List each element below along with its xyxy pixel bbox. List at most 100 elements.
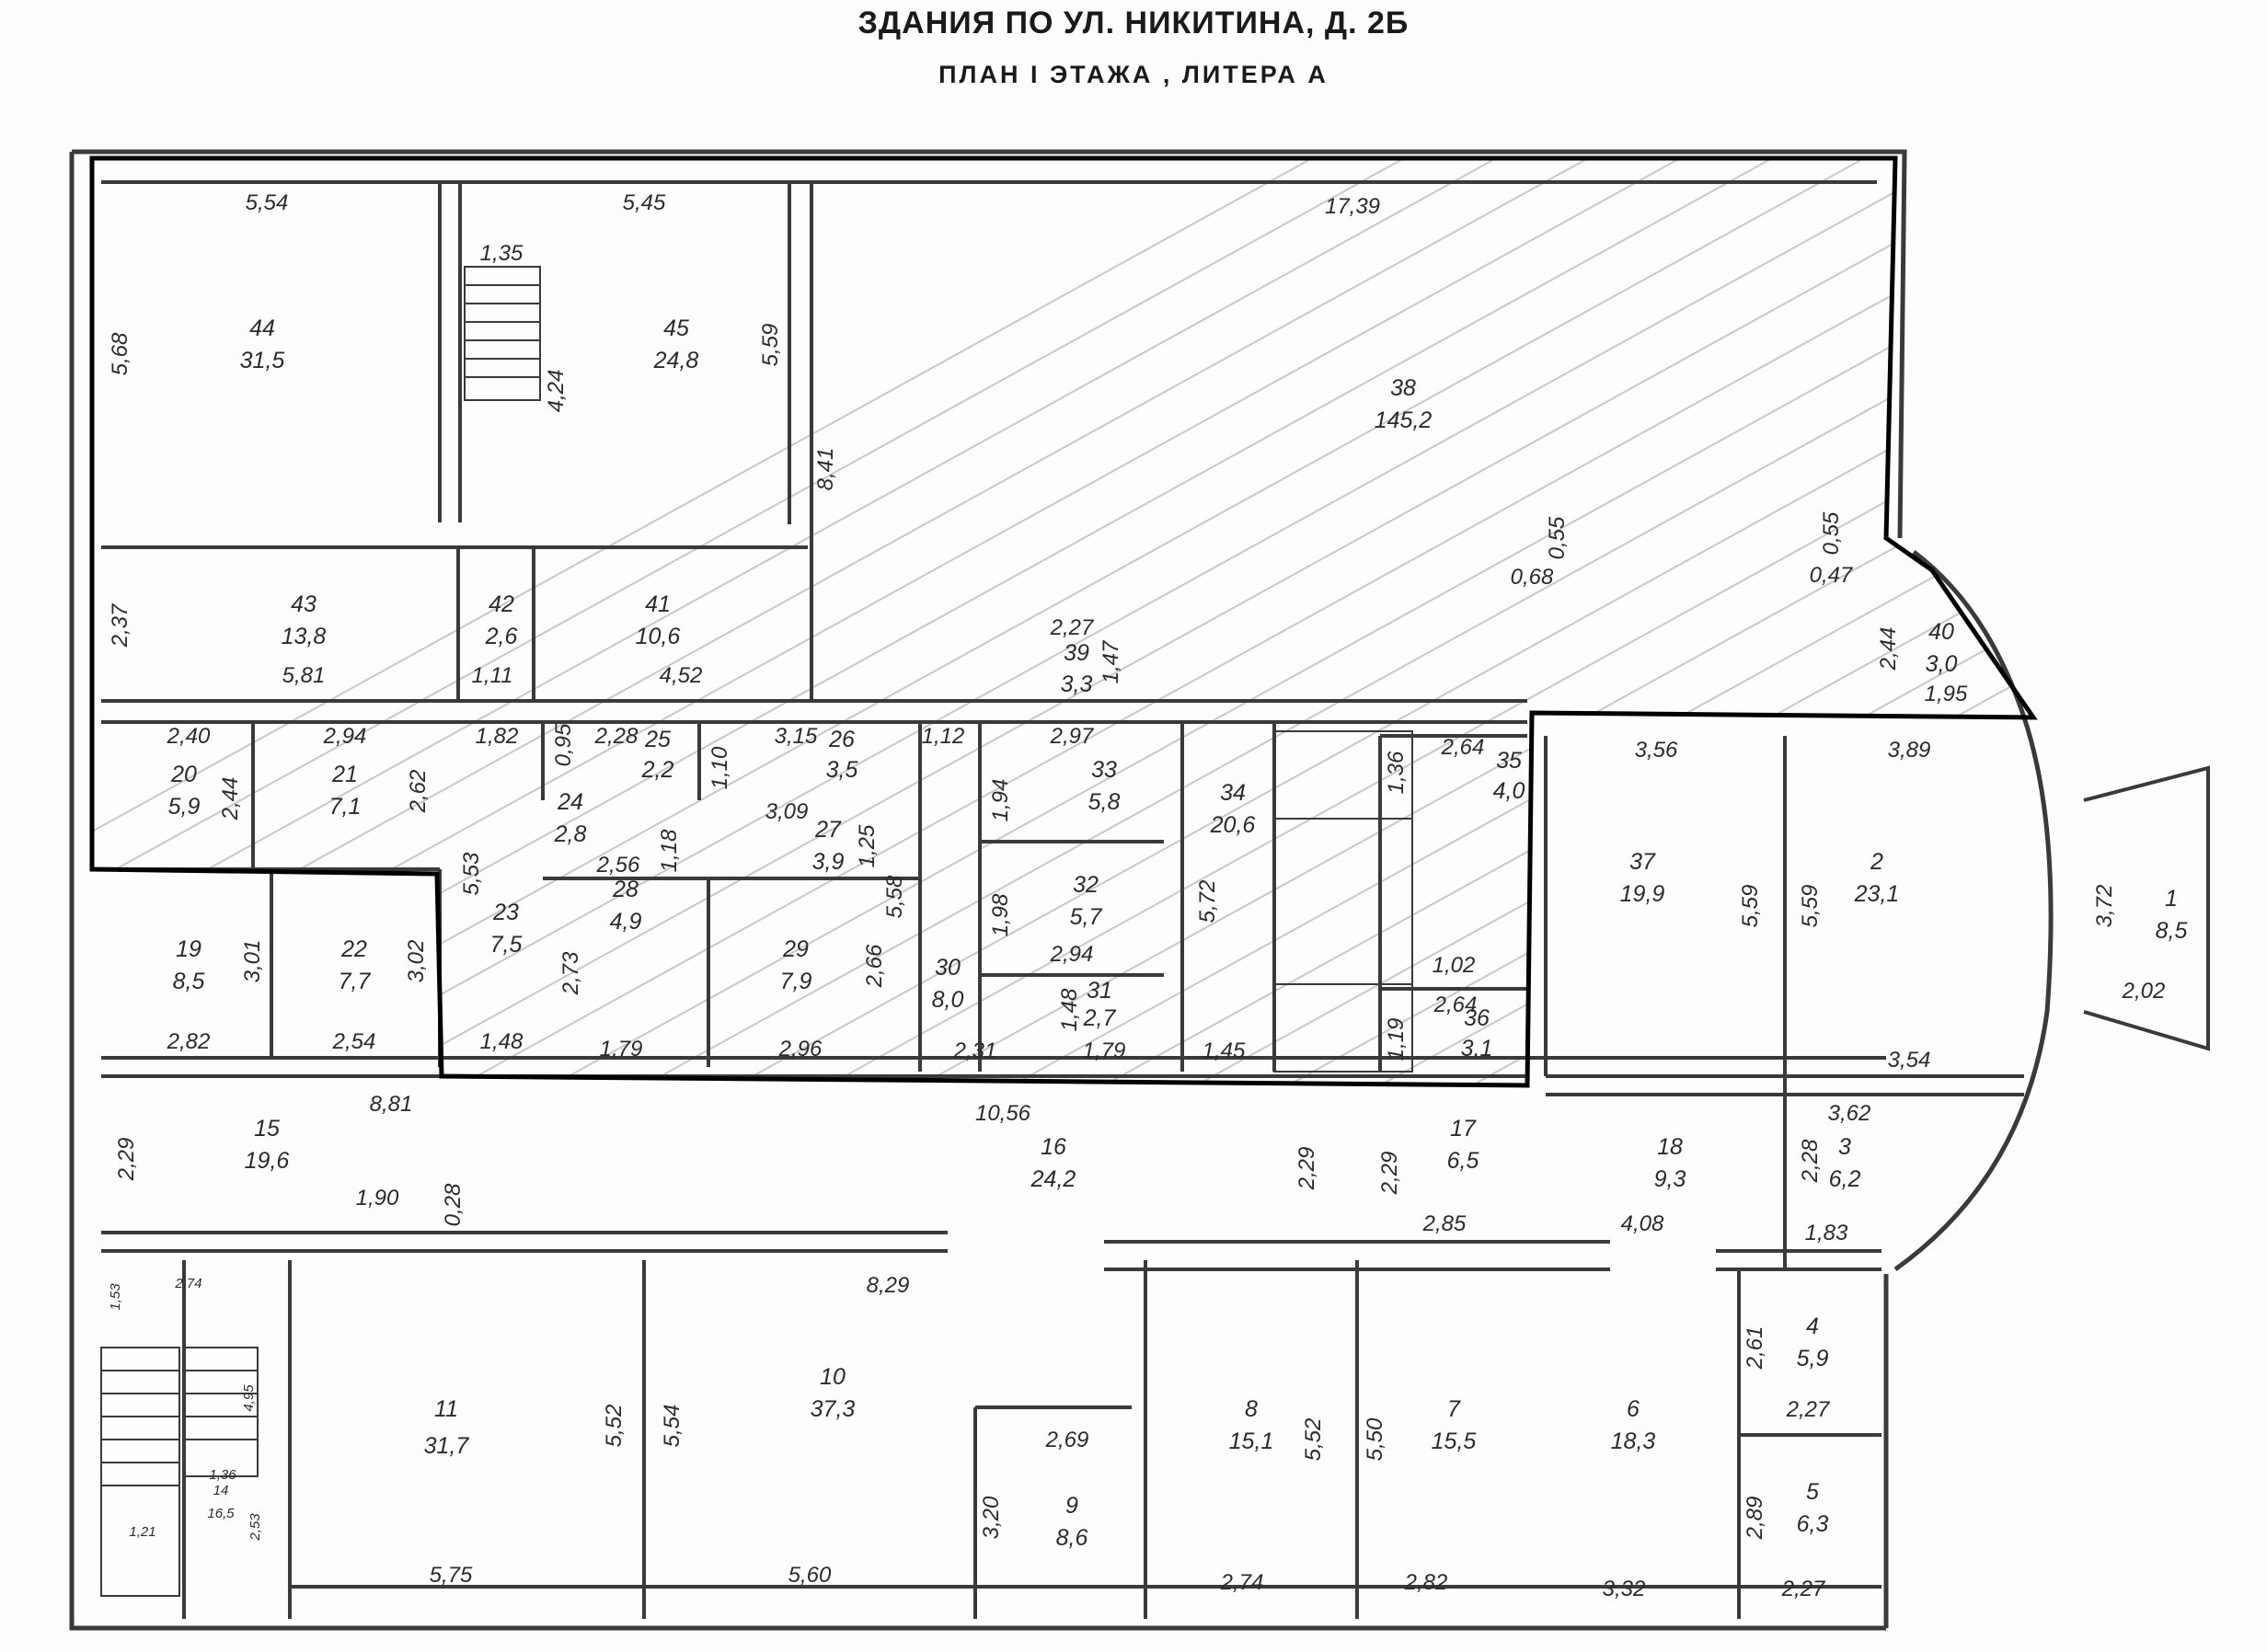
dimension: 1,95 (1925, 682, 1968, 706)
room-number: 14 (213, 1483, 229, 1498)
room-area: 15,5 (1432, 1428, 1477, 1454)
dimension: 5,52 (1301, 1418, 1326, 1462)
dimension: 1,53 (108, 1283, 123, 1311)
dimension: 1,25 (855, 824, 880, 867)
dimension: 1,48 (1057, 988, 1082, 1031)
dimension: 2,62 (406, 770, 431, 814)
dimension: 5,68 (108, 332, 132, 375)
dimension: 2,29 (1377, 1152, 1402, 1196)
dimension: 8,29 (867, 1273, 910, 1298)
room-area: 18,3 (1611, 1428, 1656, 1454)
room-number: 20 (170, 762, 197, 787)
room-area: 37,3 (811, 1396, 856, 1422)
dimension: 2,69 (1045, 1428, 1089, 1452)
dimension: 2,29 (1295, 1147, 1319, 1191)
room-number: 31 (1087, 978, 1112, 1004)
room-area: 7,7 (339, 969, 372, 994)
room-area: 3,5 (826, 757, 858, 783)
dimension: 1,21 (129, 1524, 155, 1540)
room-number: 10 (820, 1364, 846, 1390)
room-number: 35 (1496, 748, 1522, 774)
dimension: 2,96 (778, 1037, 823, 1061)
room-area: 19,6 (245, 1148, 290, 1174)
exterior-walls (69, 149, 2054, 1631)
room-area: 20,6 (1210, 812, 1256, 838)
dimension: 5,59 (1738, 885, 1763, 928)
room-area: 24,8 (653, 348, 699, 373)
room-number: 44 (249, 315, 275, 341)
dimension: 2,89 (1743, 1497, 1767, 1541)
dimension: 2,73 (558, 951, 583, 995)
dimension: 3,09 (765, 799, 809, 824)
room-number: 34 (1220, 780, 1246, 806)
room-area: 2,2 (641, 757, 674, 783)
dimension: 3,89 (1888, 738, 1931, 763)
room-number: 16 (1041, 1134, 1066, 1160)
room-area: 5,7 (1070, 904, 1103, 930)
room-number: 41 (645, 591, 671, 617)
dimension: 8,41 (813, 448, 838, 491)
dimension: 3,15 (775, 724, 818, 749)
room-number: 15 (254, 1116, 280, 1141)
dimension: 0,28 (441, 1183, 466, 1226)
dimension: 2,97 (1050, 724, 1095, 749)
room-number: 18 (1657, 1134, 1683, 1160)
dimension: 0,55 (1545, 516, 1570, 559)
room-number: 11 (434, 1396, 458, 1422)
dimension: 2,27 (1786, 1397, 1831, 1422)
dimension: 0,68 (1511, 565, 1554, 590)
dimension: 2,31 (953, 1038, 997, 1063)
dimension: 2,82 (1404, 1570, 1448, 1595)
room-area: 5,8 (1088, 789, 1121, 815)
room-area: 3,3 (1061, 671, 1093, 697)
room-area: 8,5 (2156, 918, 2188, 944)
dimension: 1,94 (988, 779, 1013, 822)
dimension: 2,40 (167, 724, 211, 749)
dimension: 1,98 (988, 893, 1013, 936)
room-area: 5,9 (168, 794, 201, 820)
room-area: 8,6 (1056, 1525, 1088, 1551)
room-area: 2,8 (554, 821, 587, 847)
dimension: 4,24 (544, 370, 569, 413)
room-area: 16,5 (207, 1506, 235, 1521)
dimension: 0,47 (1810, 563, 1854, 588)
room-number: 37 (1629, 849, 1656, 875)
room-number: 29 (782, 936, 809, 962)
room-area: 7,1 (329, 794, 362, 820)
room-number: 45 (663, 315, 689, 341)
room-number: 42 (489, 591, 514, 617)
dimension: 2,53 (247, 1513, 263, 1542)
dimension: 5,81 (282, 663, 326, 688)
dimension: 2,74 (1220, 1570, 1264, 1595)
room-number: 30 (935, 955, 961, 981)
room-labels: 44 31,5 45 24,8 38 145,2 43 13,8 42 2,6 … (168, 315, 2188, 1551)
room-number: 8 (1245, 1396, 1258, 1422)
dimension: 2,64 (1441, 735, 1485, 760)
dimension: 2,82 (167, 1029, 211, 1054)
dimension: 5,59 (758, 324, 783, 367)
dimension: 2,54 (332, 1029, 376, 1054)
dimension: 2,27 (1050, 615, 1095, 640)
dimension: 3,32 (1603, 1577, 1646, 1601)
room-number: 6 (1627, 1396, 1640, 1422)
dimension: 4,95 (241, 1384, 257, 1412)
dimension: 1,36 (1384, 751, 1409, 794)
room-number: 4 (1806, 1314, 1819, 1339)
room-area: 7,5 (490, 932, 523, 958)
staircases (100, 266, 1413, 1597)
dimension: 3,02 (404, 940, 429, 983)
room-number: 3 (1838, 1134, 1851, 1160)
room-area: 145,2 (1375, 407, 1433, 433)
room-area: 31,5 (240, 348, 285, 373)
plan-subtitle: ПЛАН I ЭТАЖА , ЛИТЕРА А (938, 61, 1329, 88)
room-area: 4,0 (1493, 778, 1525, 804)
dimension: 3,62 (1828, 1101, 1871, 1126)
dimension: 5,54 (660, 1405, 685, 1448)
dimension: 1,02 (1433, 953, 1476, 978)
room-number: 5 (1806, 1479, 1819, 1505)
dimension: 5,52 (602, 1405, 627, 1448)
room-number: 24 (557, 789, 583, 815)
dimension: 1,47 (1099, 639, 1123, 683)
room-number: 2 (1870, 849, 1883, 875)
room-area: 2,7 (1083, 1005, 1117, 1031)
